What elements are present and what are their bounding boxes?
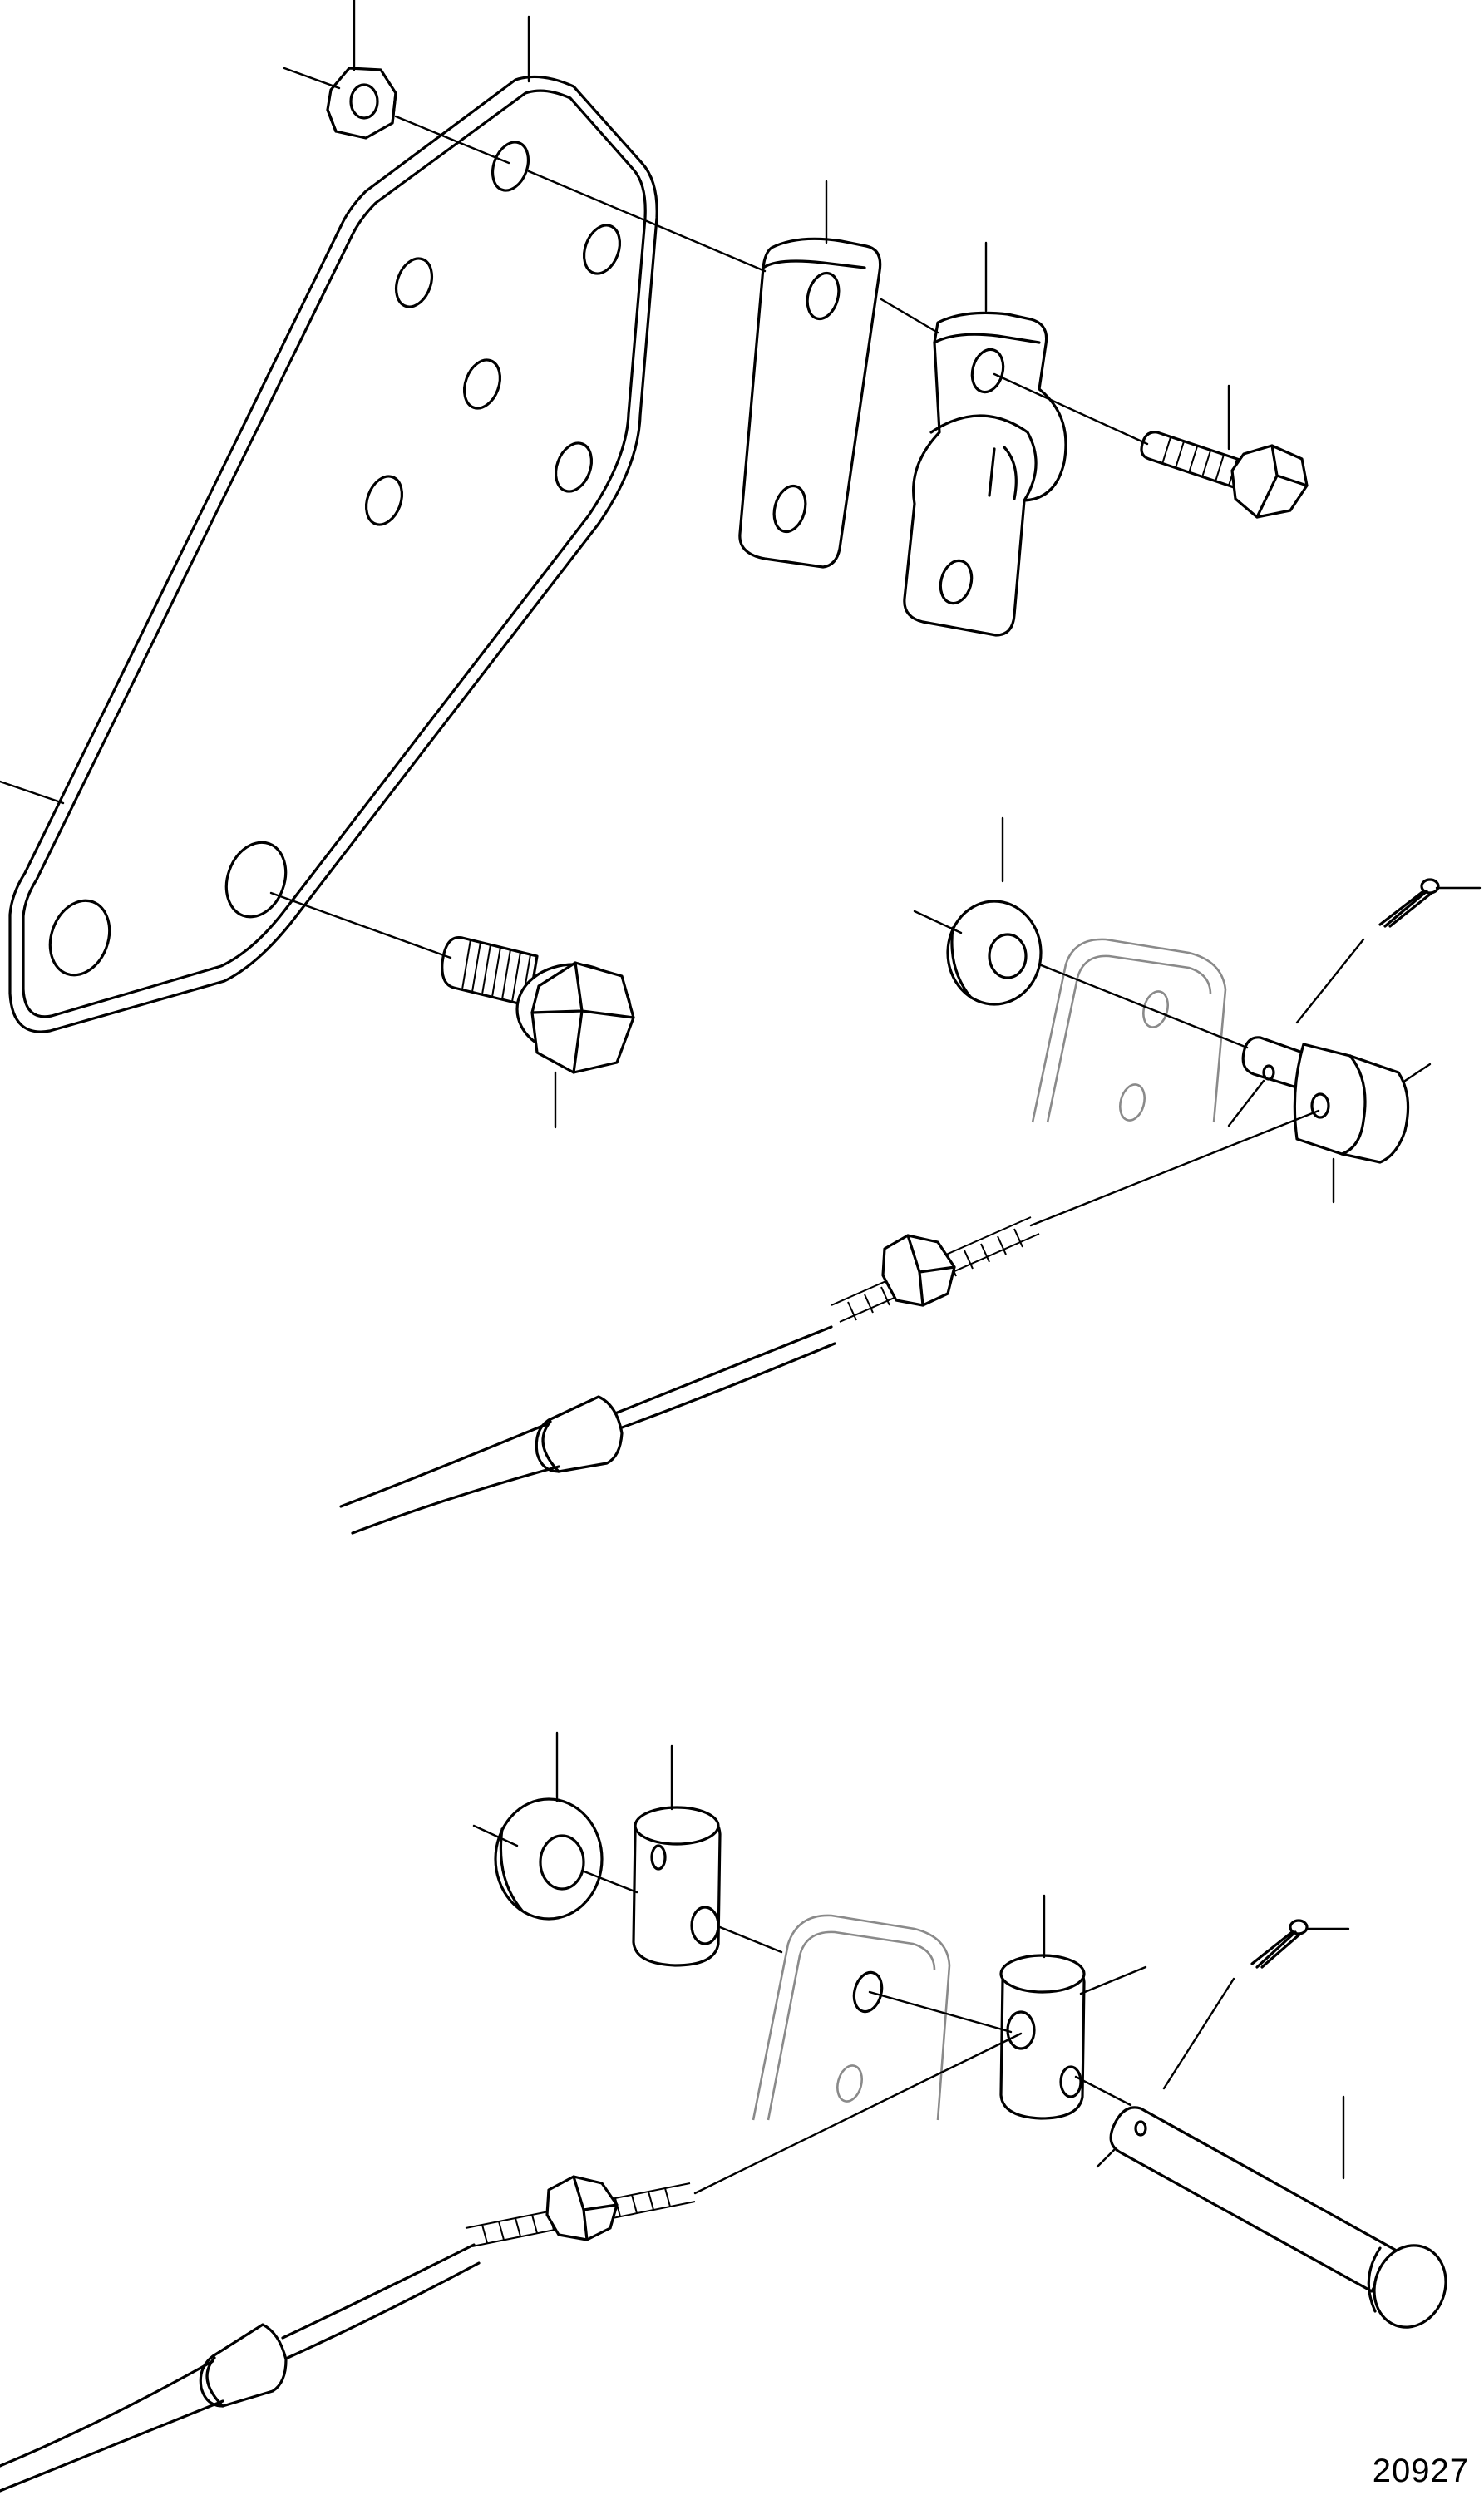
control-cable-lower bbox=[0, 2175, 696, 2493]
clevis-pin bbox=[1109, 2106, 1447, 2329]
cotter-pin-lower bbox=[1250, 1919, 1309, 1969]
leader-lines-upper bbox=[0, 0, 1482, 1227]
control-cable-upper bbox=[339, 1216, 1040, 1535]
lever-outline-upper bbox=[1031, 938, 1227, 1123]
cable-clamp bbox=[903, 311, 1067, 637]
flange-bolt bbox=[441, 935, 635, 1074]
clamp-strap bbox=[738, 237, 882, 569]
mounting-plate bbox=[8, 75, 658, 1033]
lever-outline-lower bbox=[752, 1914, 951, 2121]
flat-washer-upper bbox=[946, 900, 1043, 1006]
bushing-left bbox=[632, 1806, 722, 1967]
bushing-right bbox=[999, 1954, 1086, 2120]
flat-washer-lower bbox=[494, 1797, 604, 1921]
hex-nut bbox=[326, 67, 397, 140]
figure-number: 20927 bbox=[1372, 2453, 1469, 2489]
cable-swivel-upper bbox=[1241, 1036, 1410, 1164]
cotter-pin-upper bbox=[1378, 878, 1440, 928]
leader-lines-lower bbox=[472, 1731, 1350, 2195]
hex-screw bbox=[1140, 431, 1309, 519]
